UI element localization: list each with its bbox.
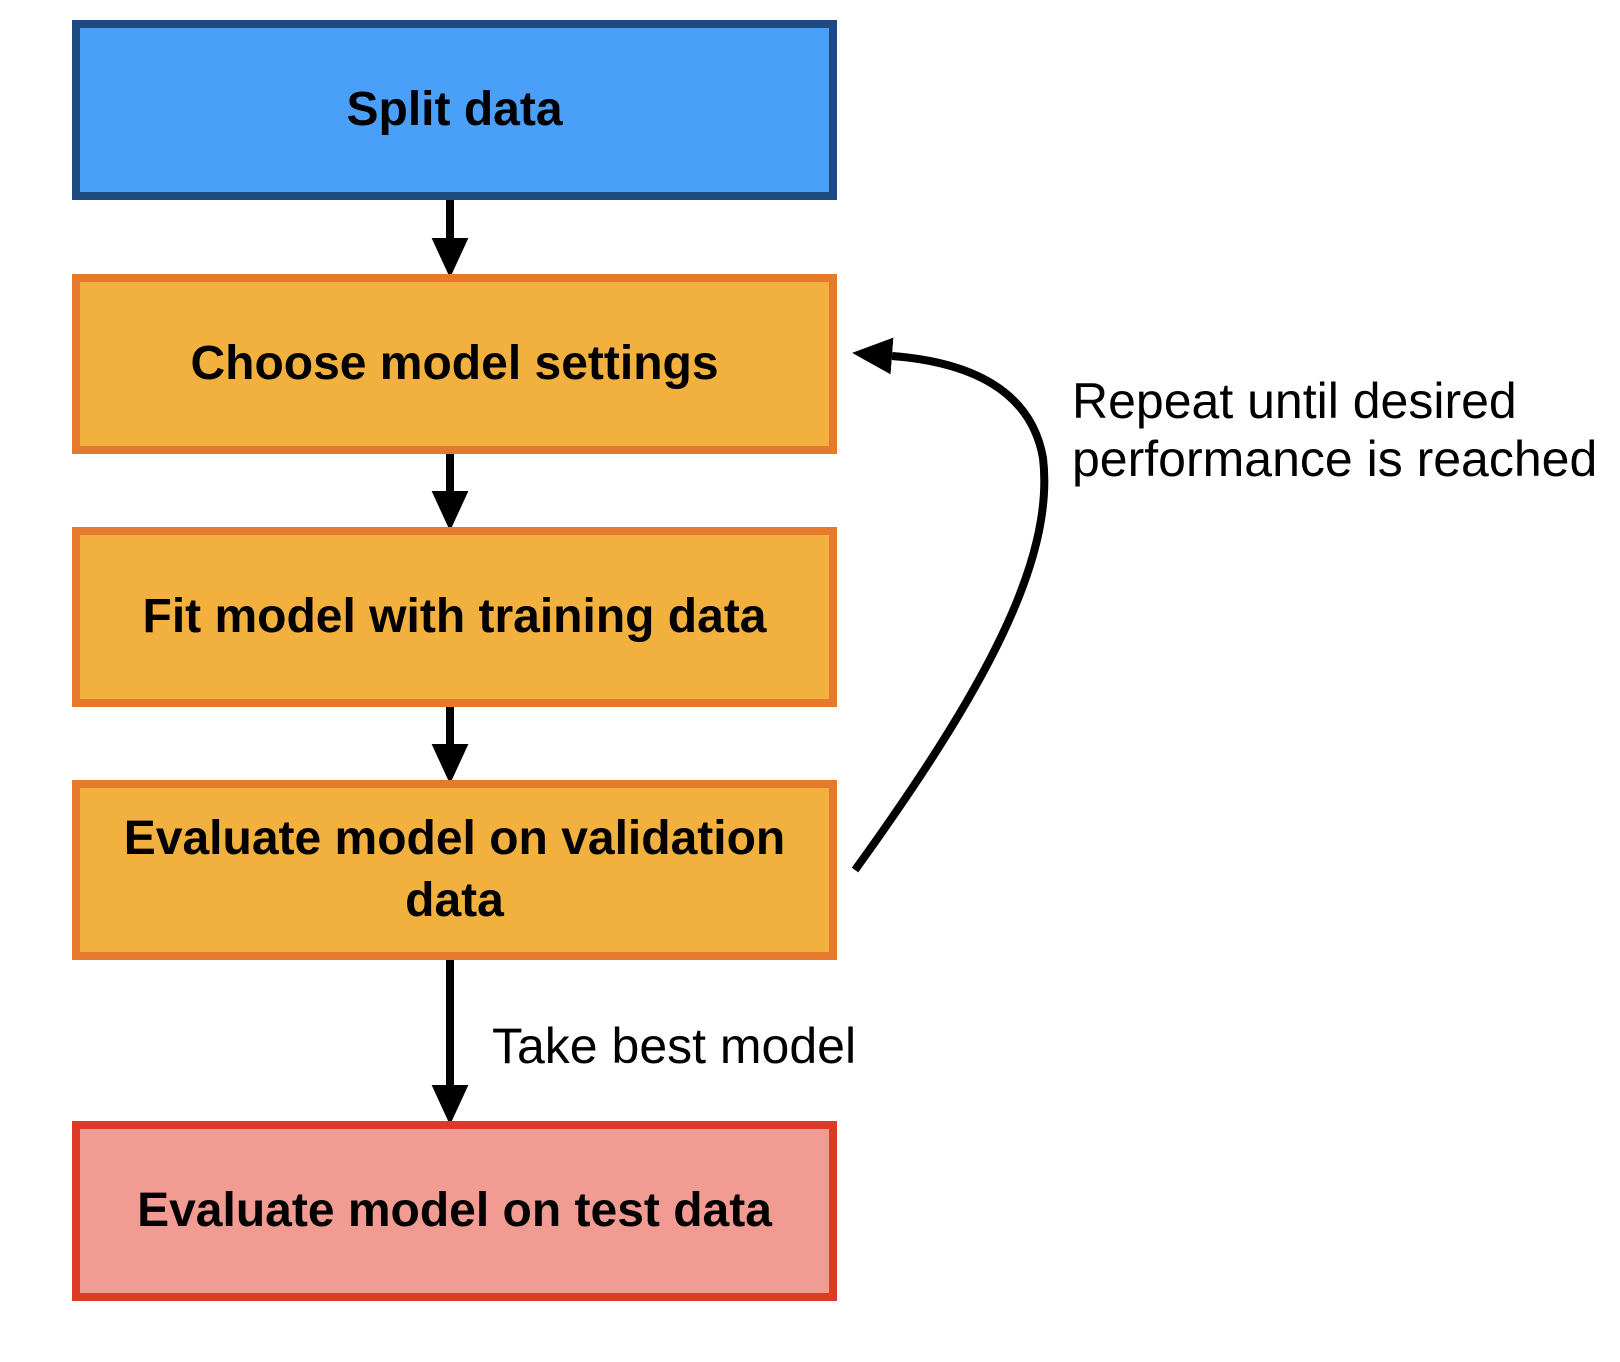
node-fit-model-label: Fit model with training data	[142, 590, 767, 643]
node-evaluate-validation-label: Evaluate model on validation data	[123, 812, 786, 927]
take-best-model-annotation: Take best model	[492, 1018, 857, 1074]
loop-annotation: Repeat until desired performance is reac…	[1072, 373, 1598, 487]
node-choose-model-settings: Choose model settings	[72, 274, 837, 454]
node-choose-model-settings-label: Choose model settings	[190, 337, 719, 390]
arrow-loop-back	[851, 337, 1049, 873]
node-split-data-label: Split data	[346, 83, 563, 136]
node-evaluate-test: Evaluate model on test data	[72, 1121, 837, 1301]
node-fit-model: Fit model with training data	[72, 527, 837, 707]
node-evaluate-validation: Evaluate model on validation data	[72, 780, 837, 960]
node-evaluate-test-label: Evaluate model on test data	[137, 1184, 772, 1237]
node-split-data: Split data	[72, 20, 837, 200]
